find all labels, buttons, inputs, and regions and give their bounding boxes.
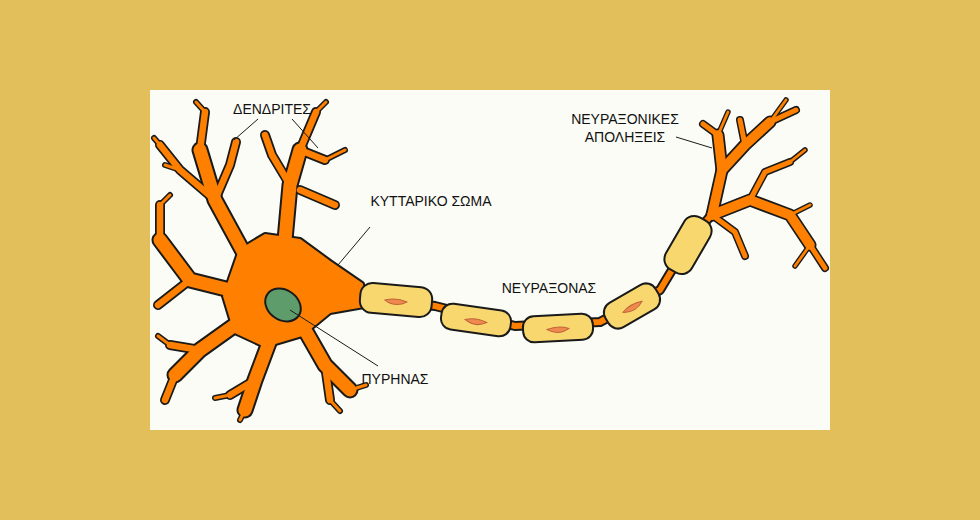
myelin-sheath [359,212,716,343]
myelin-segment [660,212,716,279]
leader-line [676,137,712,148]
leader-line [290,310,378,366]
axon-terminal [703,110,825,268]
myelin-segment [359,282,433,318]
dendrite-outline [154,102,366,420]
schwann-nucleus [547,326,569,333]
cell-body-outline [224,235,364,346]
myelin-segment-shape [522,313,593,343]
myelin-segment [600,279,664,332]
terminal-outline [703,110,825,268]
part-label: ΠΥΡΗΝΑΣ [335,370,455,388]
myelin-segment [522,313,593,343]
myelin-segment-shape [660,212,716,279]
axon-outline [355,212,714,326]
leader-line [338,227,370,265]
myelin-segment [440,302,513,337]
dendrite [154,102,366,420]
fill-layer [154,100,825,420]
part-label: ΚΥΤΤΑΡΙΚΟ ΣΩΜΑ [351,192,511,210]
schwann-nucleus [622,300,644,316]
leader-line [292,119,318,148]
part-label: ΝΕΥΡΑΞΟΝΑΣ [469,279,629,297]
myelin-segment-shape [600,279,664,332]
leader-line [234,119,258,140]
nucleus [259,282,307,328]
outline-layer [154,100,825,420]
schwann-nucleus [385,298,407,305]
schwann-nucleus [464,317,487,326]
panel [150,90,830,430]
myelin-segment-shape [359,282,433,318]
axon [355,212,714,326]
axon-terminal [718,100,810,266]
cell-body [224,235,364,346]
leader-lines [234,119,712,366]
axon-terminal-label: ΝΕΥΡΑΞΟΝΙΚΕΣ ΑΠΟΛΗΞΕΙΣ [558,110,692,146]
myelin-segment-shape [440,302,513,337]
part-label: ΔΕΝΔΡΙΤΕΣ [202,100,342,118]
